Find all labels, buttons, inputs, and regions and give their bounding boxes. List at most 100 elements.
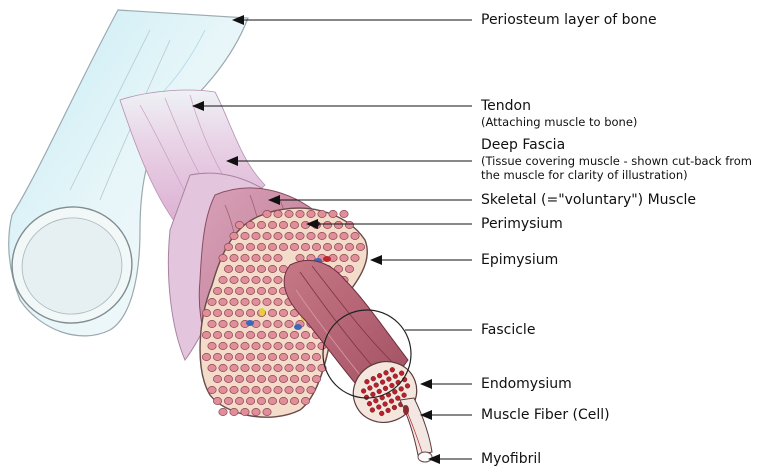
muscle-fiber-bundle xyxy=(251,298,261,306)
muscle-fiber-bundle xyxy=(229,254,239,262)
endomysium-fiber xyxy=(395,395,401,401)
endomysium-fiber xyxy=(391,404,398,411)
muscle-fiber-bundle xyxy=(311,243,322,251)
muscle-fiber-bundle xyxy=(223,397,234,405)
muscle-fiber-bundle xyxy=(251,232,261,240)
vessel xyxy=(246,320,254,326)
muscle-fiber-bundle xyxy=(240,408,250,416)
muscle-fiber-bundle xyxy=(306,210,316,218)
muscle-fiber-bundle xyxy=(262,408,272,416)
muscle-fiber-bundle xyxy=(218,386,228,394)
endomysium-fiber xyxy=(369,407,376,413)
muscle-fiber-bundle xyxy=(328,232,338,240)
muscle-fiber-bundle xyxy=(256,375,267,383)
muscle-fiber-bundle xyxy=(207,364,217,372)
muscle-fiber-bundle xyxy=(240,232,250,240)
muscle-fiber-bundle xyxy=(262,232,272,240)
muscle-fiber-bundle xyxy=(273,276,283,284)
muscle-fiber-bundle xyxy=(295,342,305,350)
muscle-fiber-bundle xyxy=(245,243,256,251)
muscle-fiber-bundle xyxy=(245,221,256,229)
vessel xyxy=(259,308,265,316)
label-deep-fascia-note-2: the muscle for clarity of illustration) xyxy=(481,168,688,182)
muscle-fiber-bundle xyxy=(262,298,272,306)
muscle-fiber-bundle xyxy=(273,320,283,328)
muscle-fiber-bundle xyxy=(229,298,239,306)
muscle-fiber-bundle xyxy=(218,408,228,416)
muscle-fiber-bundle xyxy=(311,353,322,361)
muscle-fiber-bundle xyxy=(273,386,283,394)
muscle-fiber-bundle xyxy=(262,254,272,262)
muscle-fiber-bundle xyxy=(251,342,261,350)
muscle-fiber-bundle xyxy=(256,287,267,295)
muscle-fiber-bundle xyxy=(245,331,256,339)
muscle-fiber-bundle xyxy=(273,342,283,350)
muscle-fiber-bundle xyxy=(267,287,278,295)
muscle-fiber-bundle xyxy=(262,386,272,394)
endomysium-fiber xyxy=(363,394,370,400)
muscle-fiber-bundle xyxy=(273,210,283,218)
endomysium-fiber xyxy=(383,370,389,376)
muscle-fiber-bundle xyxy=(289,353,300,361)
muscle-fiber-bundle xyxy=(322,221,333,229)
muscle-fiber-bundle xyxy=(229,320,239,328)
muscle-fiber-bundle xyxy=(267,309,278,317)
muscle-fiber-bundle xyxy=(295,210,305,218)
muscle-fiber-bundle xyxy=(311,375,322,383)
muscle-cross-section xyxy=(199,207,368,418)
muscle-fiber-bundle xyxy=(207,342,217,350)
muscle-fiber-bundle xyxy=(262,210,272,218)
label-skeletal-muscle: Skeletal (="voluntary") Muscle xyxy=(481,192,697,208)
muscle-fiber-bundle xyxy=(317,210,327,218)
muscle-fiber-bundle xyxy=(229,364,239,372)
muscle-fiber-bundle xyxy=(344,265,355,273)
muscle-fiber-bundle xyxy=(267,243,278,251)
label-muscle-fiber: Muscle Fiber (Cell) xyxy=(481,407,610,423)
muscle-fiber-bundle xyxy=(223,265,234,273)
muscle-fiber-bundle xyxy=(295,364,305,372)
muscle-fiber-bundle xyxy=(289,397,300,405)
muscle-fiber-bundle xyxy=(201,331,212,339)
muscle-fiber-bundle xyxy=(212,309,223,317)
muscle-fiber-bundle xyxy=(223,375,234,383)
muscle-fiber-bundle xyxy=(267,331,278,339)
muscle-fiber-bundle xyxy=(350,254,360,262)
fascicle-cut-end xyxy=(352,361,418,423)
muscle-fiber-bundle xyxy=(295,386,305,394)
endomysium-fiber xyxy=(370,391,376,398)
muscle-fiber-bundle xyxy=(256,221,267,229)
endomysium-fiber xyxy=(382,401,388,407)
label-tendon-note: (Attaching muscle to bone) xyxy=(481,115,638,129)
muscle-fiber-bundle xyxy=(267,221,278,229)
endomysium-fiber xyxy=(399,370,405,376)
muscle-fiber-bundle xyxy=(251,386,261,394)
muscle-fiber-bundle xyxy=(229,408,239,416)
muscle-fiber-bundle xyxy=(234,265,245,273)
endomysium-fiber xyxy=(389,382,395,389)
muscle-fiber-bundle xyxy=(234,375,245,383)
perimysium-fibers xyxy=(201,210,366,416)
muscle-fiber-bundle xyxy=(251,276,261,284)
muscle-fiber-bundle xyxy=(328,210,338,218)
label-periosteum: Periosteum layer of bone xyxy=(481,12,657,28)
muscle-fiber-bundle xyxy=(218,342,228,350)
muscle-fiber-bundle xyxy=(339,232,349,240)
label-fascicle: Fascicle xyxy=(481,322,536,338)
muscle-fiber-bundle xyxy=(245,287,256,295)
muscle-fiber xyxy=(399,397,433,463)
muscle-fiber-bundle xyxy=(322,243,333,251)
muscle-fiber-bundle xyxy=(256,397,267,405)
endomysium-fiber xyxy=(364,379,370,385)
endomysium-fiber xyxy=(373,382,379,388)
muscle-fiber-bundle xyxy=(256,243,267,251)
muscle-fiber-bundle xyxy=(306,386,316,394)
muscle-fiber-bundle xyxy=(262,276,272,284)
muscle-fiber-bundle xyxy=(267,353,278,361)
endomysium-fiber xyxy=(379,410,385,417)
endomysium-fiber xyxy=(376,388,382,395)
endomysium-fiber xyxy=(404,383,411,389)
muscle-fiber-bundle xyxy=(284,320,294,328)
muscle-fiber-bundle xyxy=(339,254,349,262)
muscle-fiber-bundle xyxy=(207,298,217,306)
